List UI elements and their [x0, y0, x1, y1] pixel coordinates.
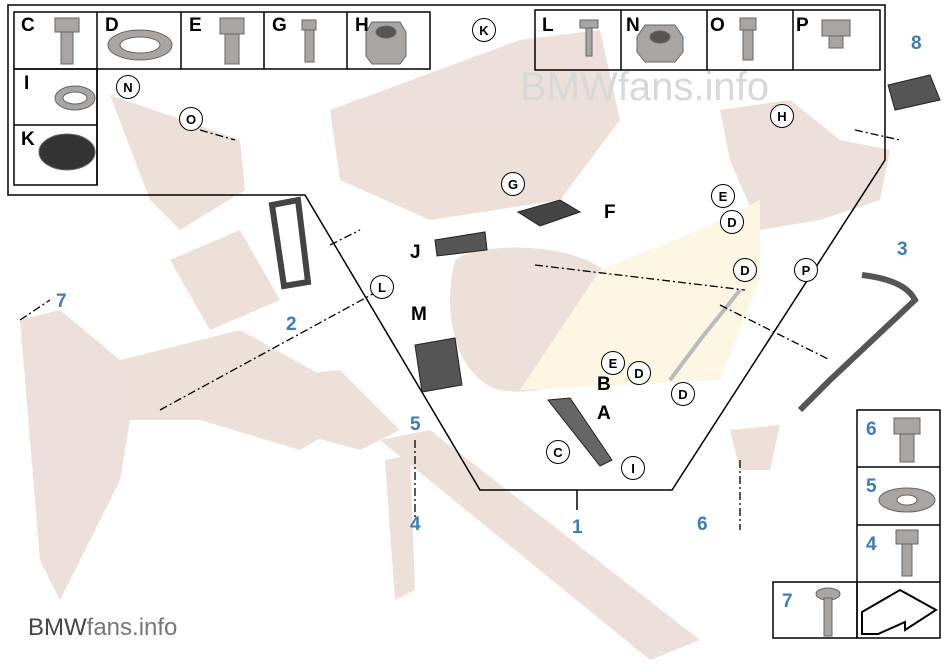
legend-label-e: E [189, 15, 202, 36]
leader-lines [19, 129, 901, 530]
part-number-5[interactable]: 5 [410, 414, 421, 435]
callout-k[interactable]: K [472, 18, 496, 42]
callout-l[interactable]: L [370, 275, 394, 299]
callout-d-upper-2[interactable]: D [733, 258, 757, 282]
ghost-engine-parts [20, 30, 890, 660]
legend-number-5: 5 [866, 476, 877, 497]
legend-label-k: K [21, 129, 35, 150]
label-b: B [597, 374, 611, 395]
part-number-3[interactable]: 3 [897, 239, 908, 260]
legend-label-i: I [24, 73, 30, 94]
group-1-frame [7, 4, 886, 491]
watermark-bottom: BMWfans.info [28, 614, 177, 642]
callout-i[interactable]: I [621, 456, 645, 480]
legend-label-d: D [105, 15, 119, 36]
part-number-4[interactable]: 4 [410, 514, 421, 535]
legend-number-6: 6 [866, 419, 877, 440]
label-m: M [411, 304, 427, 325]
callout-e-lower[interactable]: E [601, 351, 625, 375]
arrow-icon [861, 588, 938, 635]
callout-d-lower-2[interactable]: D [671, 382, 695, 406]
legend-grid-top-left [13, 9, 941, 639]
legend-label-p: P [796, 15, 809, 36]
legend-label-o: O [710, 15, 725, 36]
callout-o[interactable]: O [179, 107, 203, 131]
legend-label-g: G [272, 15, 287, 36]
main-parts [268, 74, 941, 467]
label-j: J [410, 242, 421, 263]
legend-label-n: N [626, 15, 640, 36]
part-number-1[interactable]: 1 [572, 517, 583, 538]
legend-label-c: C [21, 15, 35, 36]
legend-label-l: L [542, 15, 554, 36]
callout-h[interactable]: H [770, 104, 794, 128]
label-a: A [597, 403, 611, 424]
watermark-brand: BMW [28, 614, 87, 641]
callout-d-upper-1[interactable]: D [720, 210, 744, 234]
watermark-suffix: fans.info [86, 614, 178, 641]
label-f: F [604, 202, 616, 223]
callout-g[interactable]: G [501, 172, 525, 196]
watermark-top: BMWfans.info [520, 65, 769, 109]
part-number-6[interactable]: 6 [697, 514, 708, 535]
legend-number-7: 7 [782, 591, 793, 612]
legend-part-icons [38, 17, 936, 637]
callout-c[interactable]: C [546, 440, 570, 464]
callout-p[interactable]: P [794, 258, 818, 282]
part-number-8[interactable]: 8 [911, 33, 922, 54]
part-number-2[interactable]: 2 [286, 314, 297, 335]
legend-number-4: 4 [866, 534, 877, 555]
callout-d-lower-1[interactable]: D [627, 361, 651, 385]
part-number-7[interactable]: 7 [56, 291, 67, 312]
legend-label-h: H [355, 15, 369, 36]
callout-e-upper[interactable]: E [711, 184, 735, 208]
callout-n[interactable]: N [116, 75, 140, 99]
